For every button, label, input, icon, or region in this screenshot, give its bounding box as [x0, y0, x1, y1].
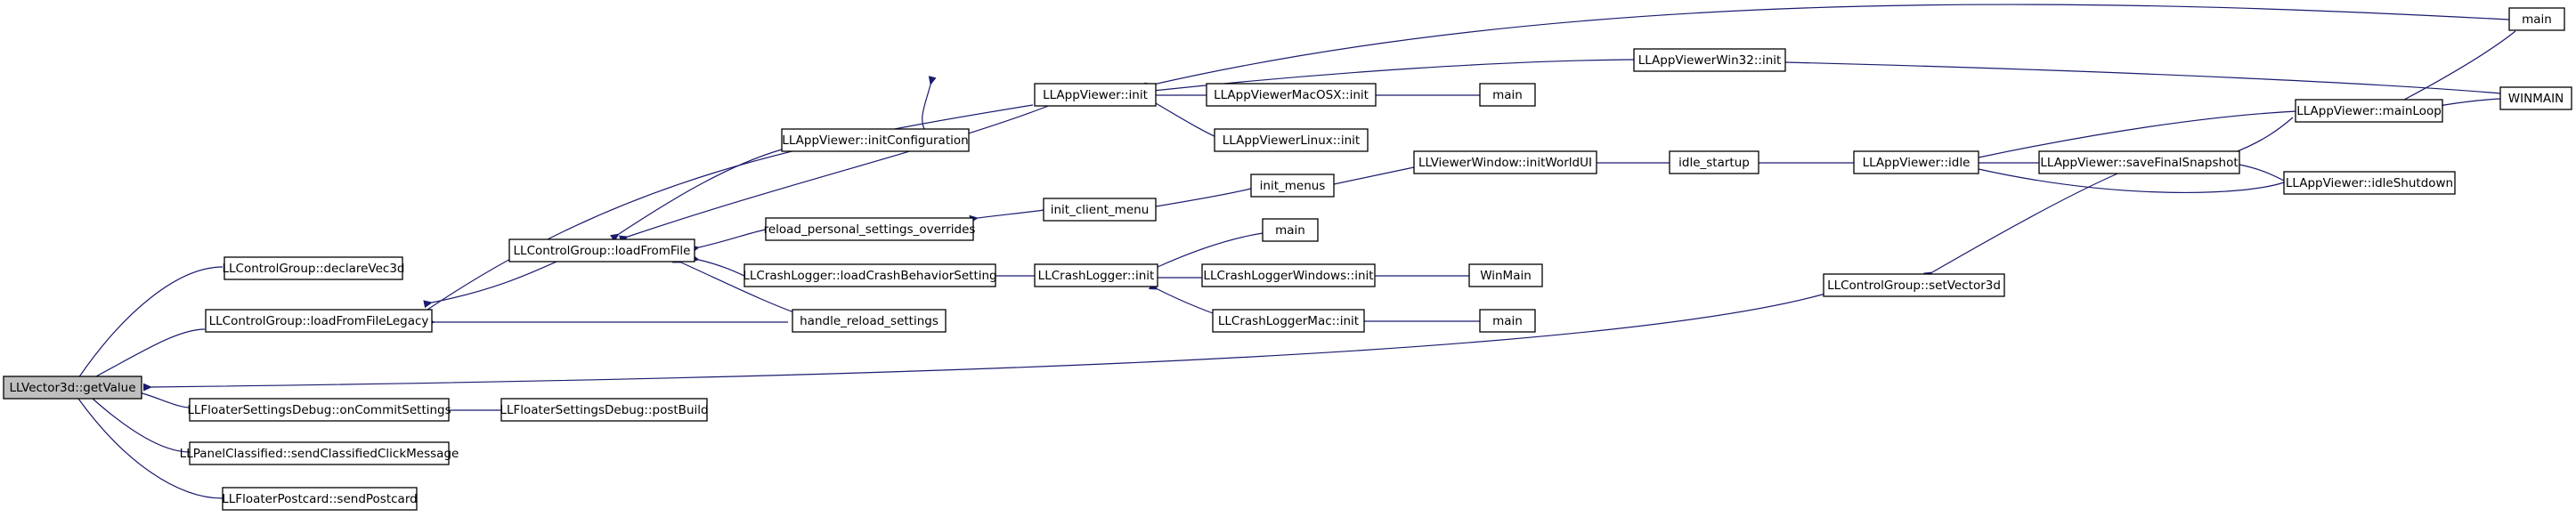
node-appinit[interactable]: LLAppViewer::init [1034, 83, 1157, 107]
edge-maintop-to-appinit [1144, 4, 2510, 91]
edge-mainloop-to-appidle [1970, 110, 2298, 164]
edge-declare-to-root [72, 266, 223, 384]
node-handlereload[interactable]: handle_reload_settings [792, 309, 947, 333]
node-initconfig[interactable]: LLAppViewer::initConfiguration [781, 128, 970, 152]
node-postbuild[interactable]: LLFloaterSettingsDebug::postBuild [500, 398, 709, 422]
node-sendclassified[interactable]: LLPanelClassified::sendClassifiedClickMe… [180, 441, 459, 465]
node-oncommit[interactable]: LLFloaterSettingsDebug::onCommitSettings [187, 398, 451, 422]
node-crashmacinit[interactable]: LLCrashLoggerMac::init [1212, 309, 1365, 333]
node-idlestartup[interactable]: idle_startup [1669, 150, 1759, 174]
node-mainmac[interactable]: main [1479, 83, 1536, 107]
node-maintop-label: main [2522, 12, 2552, 27]
node-maincrashmac-label: main [1492, 314, 1523, 328]
node-sendclassified-label: LLPanelClassified::sendClassifiedClickMe… [180, 447, 459, 461]
node-setvector3d-label: LLControlGroup::setVector3d [1827, 279, 2001, 293]
edge-handlereload-to-loadfromfile [671, 255, 802, 316]
node-winmainsmall-label: WinMain [1480, 269, 1532, 283]
node-winmainbig-label: WINMAIN [2508, 92, 2564, 106]
node-mainA-label: main [1275, 223, 1305, 238]
edge-loadfromfile-to-loadlegacy [423, 257, 565, 309]
edges [70, 4, 2516, 499]
node-loadfromfile[interactable]: LLControlGroup::loadFromFile [508, 238, 695, 263]
node-initclientmenu[interactable]: init_client_menu [1043, 198, 1157, 222]
node-declare[interactable]: LLControlGroup::declareVec3d [223, 256, 405, 280]
node-crashwininit[interactable]: LLCrashLoggerWindows::init [1201, 263, 1376, 287]
node-linuxinit-label: LLAppViewerLinux::init [1223, 133, 1360, 148]
node-loadlegacy-label: LLControlGroup::loadFromFileLegacy [209, 314, 429, 328]
edge-maintop-to-mainloop [2394, 30, 2516, 108]
node-winmainsmall[interactable]: WinMain [1468, 263, 1543, 287]
edge-initmenus-to-initclientmenu [1147, 188, 1252, 212]
node-mainA[interactable]: main [1262, 218, 1319, 242]
edge-loadlegacy-to-root [86, 328, 206, 384]
node-macinit-label: LLAppViewerMacOSX::init [1214, 88, 1369, 102]
node-postbuild-label: LLFloaterSettingsDebug::postBuild [500, 403, 708, 417]
node-winmainbig[interactable]: WINMAIN [2499, 86, 2572, 110]
edge-idleshutdown-to-appidle [1970, 163, 2285, 193]
node-initmenus-label: init_menus [1260, 179, 1326, 193]
node-appidle-label: LLAppViewer::idle [1863, 156, 1971, 170]
edge-idleshutdown-to-savesnapshot [2231, 158, 2285, 182]
node-sendpostcard[interactable]: LLFloaterPostcard::sendPostcard [222, 487, 418, 511]
node-reloadpersonal[interactable]: reload_personal_settings_overrides [764, 217, 976, 241]
node-win32init-label: LLAppViewerWin32::init [1638, 53, 1782, 68]
node-appinit-label: LLAppViewer::init [1043, 88, 1148, 102]
edge-sendclassified-to-root [84, 390, 191, 453]
edge-winmainbig-to-mainloop [2435, 98, 2501, 110]
node-appidle[interactable]: LLAppViewer::idle [1853, 150, 1979, 174]
node-loadlegacy[interactable]: LLControlGroup::loadFromFileLegacy [205, 309, 433, 333]
node-maintop[interactable]: main [2508, 7, 2565, 31]
edge-winmainbig-to-win32init [1776, 58, 2512, 95]
edge-initworldui-to-initmenus [1325, 166, 1415, 190]
edge-mainA-to-crashinit [1148, 232, 1264, 274]
node-root[interactable]: LLVector3d::getValue [3, 376, 142, 400]
node-setvector3d[interactable]: LLControlGroup::setVector3d [1823, 273, 2005, 297]
node-idleshutdown[interactable]: LLAppViewer::idleShutdown [2283, 171, 2456, 195]
node-declare-label: LLControlGroup::declareVec3d [223, 262, 405, 276]
node-crashinit[interactable]: LLCrashLogger::init [1034, 263, 1158, 287]
node-win32init[interactable]: LLAppViewerWin32::init [1633, 48, 1786, 72]
node-idlestartup-label: idle_startup [1678, 156, 1750, 170]
edge-setvector3d-to-root [142, 293, 1826, 392]
node-initworldui[interactable]: LLViewerWindow::initWorldUI [1413, 150, 1597, 174]
node-savesnapshot-label: LLAppViewer::saveFinalSnapshot [2040, 156, 2238, 170]
edge-oncommit-to-root [134, 387, 191, 408]
node-crashmacinit-label: LLCrashLoggerMac::init [1218, 314, 1359, 328]
node-crashinit-label: LLCrashLogger::init [1038, 269, 1155, 283]
node-idleshutdown-label: LLAppViewer::idleShutdown [2286, 176, 2453, 190]
node-mainmac-label: main [1492, 88, 1523, 102]
node-initworldui-label: LLViewerWindow::initWorldUI [1418, 156, 1592, 170]
edge-appinit-to-loadfromfile [619, 97, 1069, 244]
node-handlereload-label: handle_reload_settings [800, 314, 939, 328]
node-macinit[interactable]: LLAppViewerMacOSX::init [1206, 83, 1377, 107]
node-mainloop-label: LLAppViewer::mainLoop [2296, 104, 2442, 118]
edge-initconfig-to-loadfromfile [610, 149, 783, 242]
node-root-label: LLVector3d::getValue [9, 381, 135, 395]
node-initconfig-label: LLAppViewer::initConfiguration [782, 133, 968, 148]
node-loadcrash-label: LLCrashLogger::loadCrashBehaviorSetting [743, 269, 996, 283]
node-oncommit-label: LLFloaterSettingsDebug::onCommitSettings [187, 403, 451, 417]
edge-savesnapshot-to-setvector3d [1922, 168, 2129, 280]
node-initmenus[interactable]: init_menus [1250, 174, 1335, 198]
node-linuxinit[interactable]: LLAppViewerLinux::init [1214, 128, 1369, 152]
node-sendpostcard-label: LLFloaterPostcard::sendPostcard [222, 492, 417, 506]
node-savesnapshot[interactable]: LLAppViewer::saveFinalSnapshot [2038, 150, 2240, 174]
node-crashwininit-label: LLCrashLoggerWindows::init [1203, 269, 1373, 283]
edge-appinit-to-initconfig [922, 76, 937, 133]
edge-mainloop-to-savesnapshot [2221, 117, 2294, 161]
edge-loadcrash-to-loadfromfile [690, 254, 745, 277]
nodes: LLVector3d::getValue LLControlGroup::dec… [3, 7, 2572, 511]
node-loadcrash[interactable]: LLCrashLogger::loadCrashBehaviorSetting [743, 263, 997, 287]
node-mainloop[interactable]: LLAppViewer::mainLoop [2295, 99, 2443, 123]
node-reloadpersonal-label: reload_personal_settings_overrides [764, 222, 976, 237]
node-maincrashmac[interactable]: main [1479, 309, 1536, 333]
node-loadfromfile-label: LLControlGroup::loadFromFile [514, 244, 691, 258]
edge-initclientmenu-to-reloadpersonal [969, 209, 1044, 223]
edge-sendpostcard-to-root [70, 390, 223, 499]
node-initclientmenu-label: init_client_menu [1051, 203, 1150, 217]
edge-reloadpersonal-to-loadfromfile [690, 229, 767, 254]
